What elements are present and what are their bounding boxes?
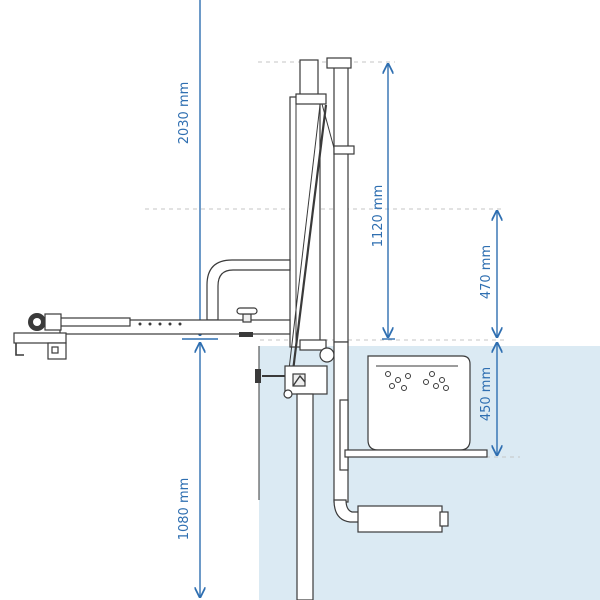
label-lift-travel: 1120 mm	[371, 185, 386, 248]
dimension-main-axis	[182, 0, 395, 597]
label-deck-to-top: 470 mm	[479, 245, 494, 299]
label-seat-height: 450 mm	[479, 367, 494, 421]
label-total-height: 2030 mm	[177, 82, 192, 145]
label-below-deck: 1080 mm	[177, 478, 192, 541]
lift-equipment	[13, 57, 488, 600]
